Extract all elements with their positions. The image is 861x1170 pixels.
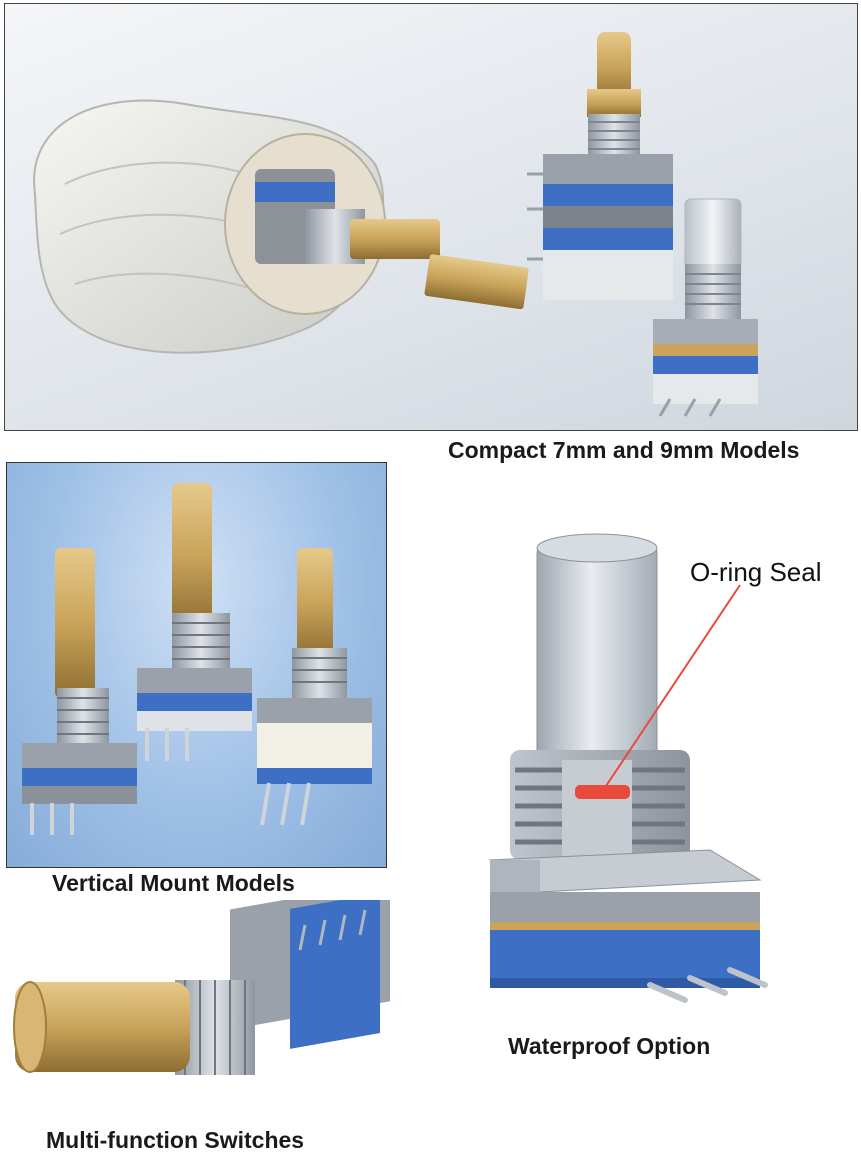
body-housing — [488, 849, 768, 1003]
waterproof-option-illustration — [480, 530, 860, 1020]
caption-vertical-mount: Vertical Mount Models — [52, 870, 295, 896]
multi-function-switch-photo — [0, 900, 400, 1128]
compact-models-illustration — [33, 32, 758, 417]
vertical-model-left — [22, 548, 137, 835]
vertical-mount-photo — [6, 462, 387, 868]
multi-function-switch-illustration — [13, 900, 390, 1075]
potentiometer-7mm — [653, 198, 758, 417]
compact-models-photo — [4, 3, 858, 431]
o-ring-seal-label: O-ring Seal — [690, 557, 822, 587]
vertical-model-right — [257, 548, 372, 826]
shaft — [536, 533, 658, 791]
caption-waterproof: Waterproof Option — [508, 1033, 711, 1059]
threaded-bushing — [510, 750, 690, 860]
callout-leader-line — [599, 584, 741, 796]
vertical-mount-illustration — [22, 483, 372, 835]
waterproof-cutaway — [488, 533, 768, 1003]
potentiometer-9mm — [527, 32, 673, 300]
vertical-model-middle — [137, 483, 252, 761]
shell-object — [33, 99, 529, 354]
caption-compact-models: Compact 7mm and 9mm Models — [448, 437, 800, 463]
caption-multi-function: Multi-function Switches — [46, 1127, 305, 1153]
